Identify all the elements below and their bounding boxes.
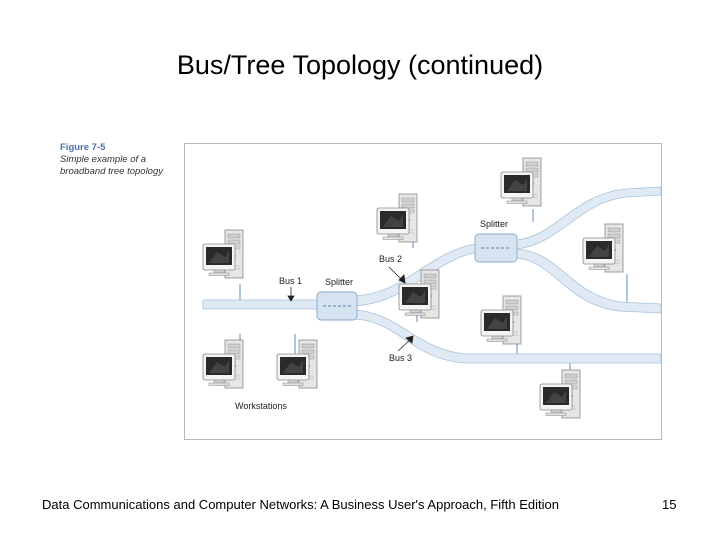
figure-label: Figure 7-5 xyxy=(60,142,106,153)
figure-frame: Bus 1 Splitter Bus 2 Splitter Bus 3 Work… xyxy=(184,143,662,440)
workstation-top-right xyxy=(501,158,541,206)
bus-1-cable xyxy=(202,299,324,310)
tree-topology-diagram: Bus 1 Splitter Bus 2 Splitter Bus 3 Work… xyxy=(202,144,661,439)
upper-right-branch xyxy=(516,186,661,250)
workstation-mid-upper xyxy=(377,194,417,242)
splitter-left-label: Splitter xyxy=(325,277,353,287)
lower-right-branch xyxy=(516,248,661,314)
bus-2-label: Bus 2 xyxy=(379,254,402,264)
workstation-left-lower-1 xyxy=(203,340,243,388)
bus-3-label: Bus 3 xyxy=(389,353,412,363)
bus-3-cable xyxy=(352,309,661,364)
slide-footer: Data Communications and Computer Network… xyxy=(42,497,559,512)
splitter-right-label: Splitter xyxy=(480,219,508,229)
slide-title: Bus/Tree Topology (continued) xyxy=(176,50,544,80)
workstations-label: Workstations xyxy=(235,401,287,411)
splitter-left xyxy=(316,291,358,321)
figure-caption: Figure 7-5 Simple example of a broadband… xyxy=(60,142,170,178)
label-arrows xyxy=(287,266,414,352)
bus-1-label: Bus 1 xyxy=(279,276,302,286)
workstation-left-lower-2 xyxy=(277,340,317,388)
figure-caption-text: Simple example of a broadband tree topol… xyxy=(60,154,163,177)
page-number: 15 xyxy=(662,497,677,512)
workstation-bottom-right xyxy=(540,370,580,418)
splitter-right xyxy=(474,233,518,263)
workstation-left-upper xyxy=(203,230,243,278)
workstation-center-right xyxy=(481,296,521,344)
workstation-right xyxy=(583,224,623,272)
